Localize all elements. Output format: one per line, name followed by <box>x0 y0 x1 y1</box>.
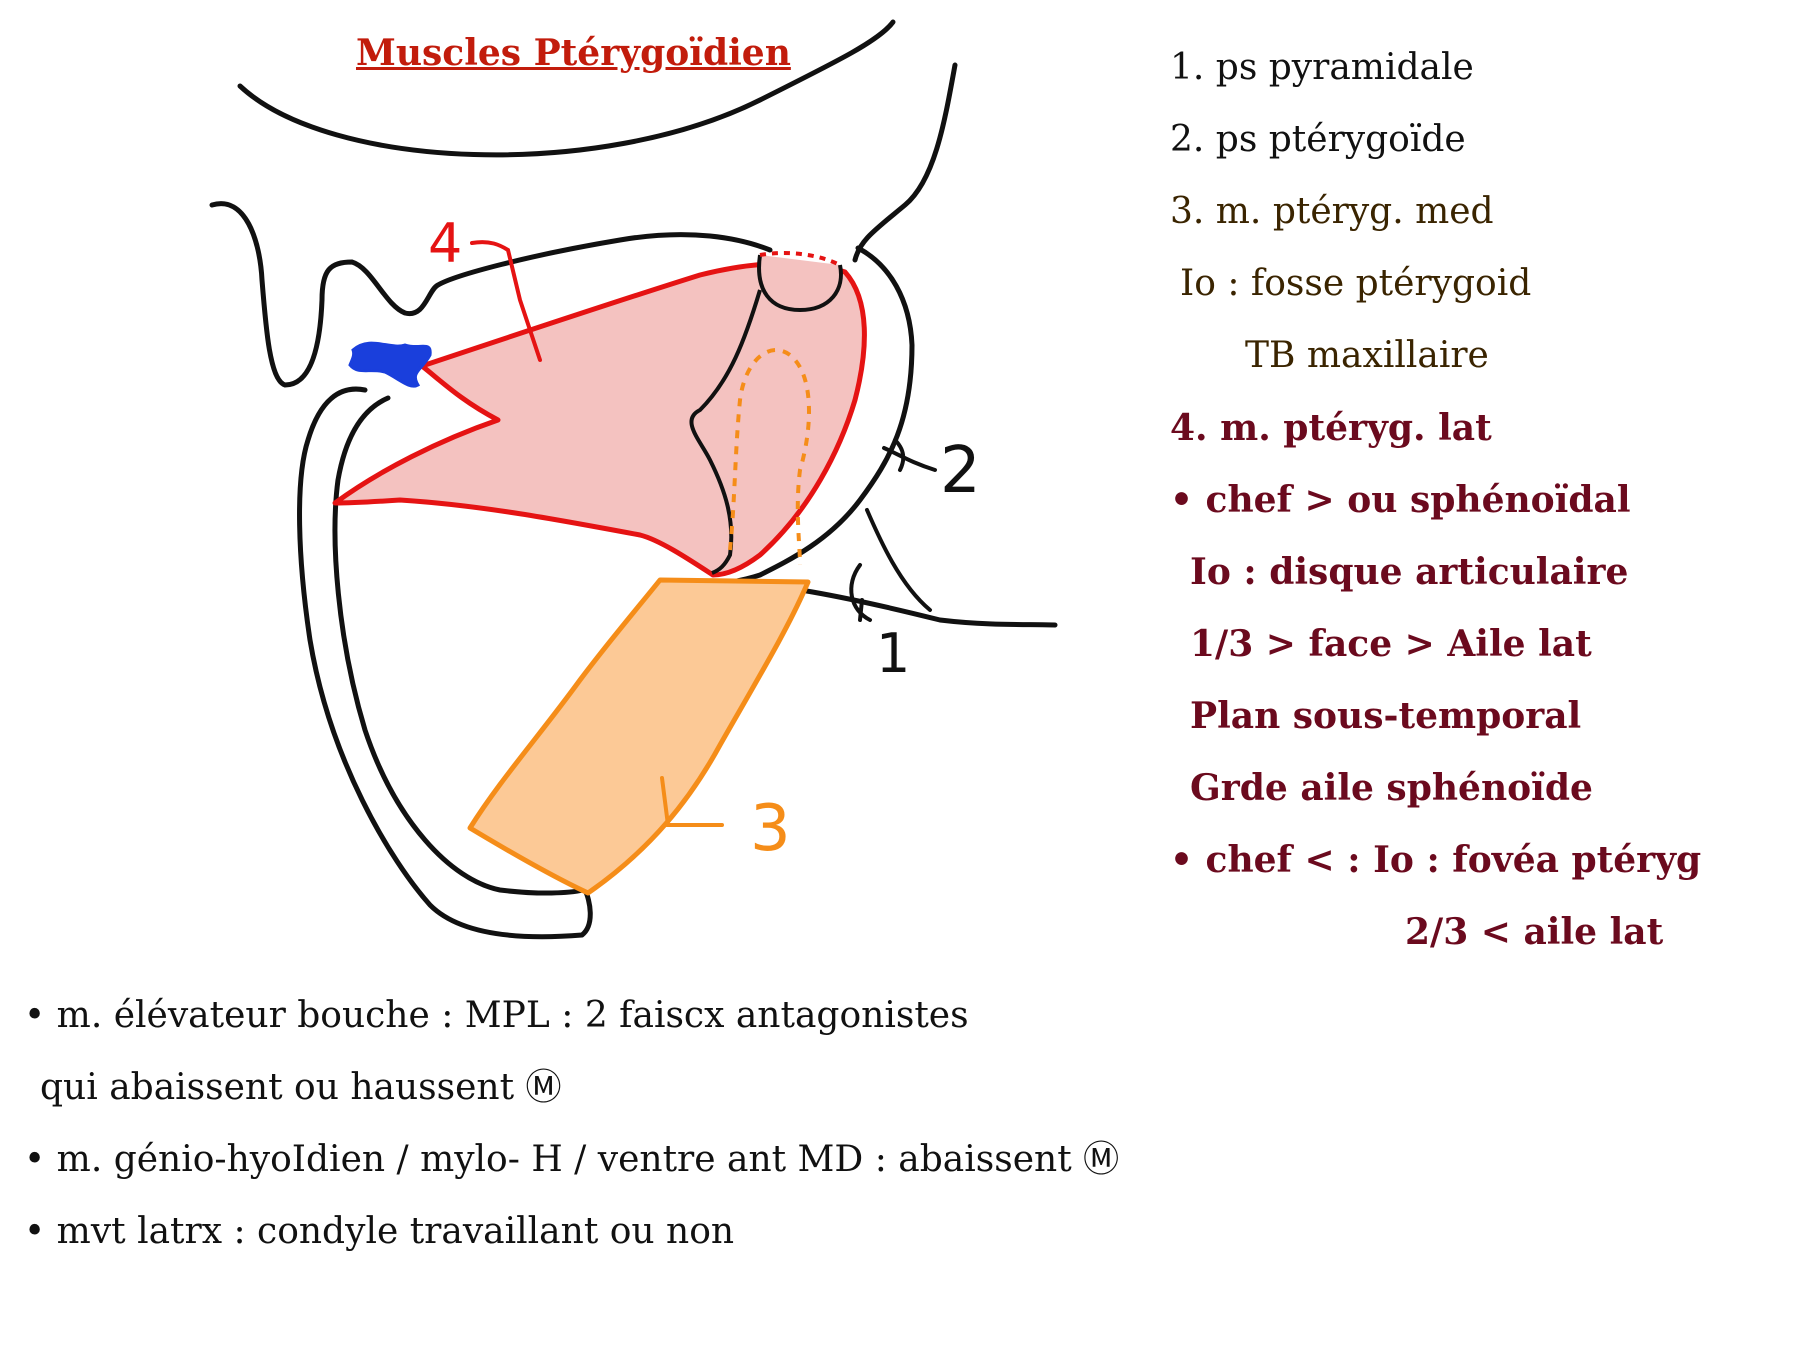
legend-line: Grde aile sphénoïde <box>1190 767 1593 809</box>
bullet-note: • mvt latrx : condyle travaillant ou non <box>24 1211 735 1252</box>
legend-line: • chef < : Io : fovéa ptéryg <box>1170 839 1702 881</box>
legend-line: TB maxillaire <box>1245 335 1489 376</box>
label-2: 2 <box>940 434 981 508</box>
articular-disc <box>348 341 432 388</box>
skull-base-outline <box>237 19 896 158</box>
label-3: 3 <box>750 792 791 866</box>
pterygoid-process-outline <box>852 62 958 263</box>
hamulus-line <box>865 508 932 612</box>
bullet-note: qui abaissent ou haussent Ⓜ <box>40 1067 562 1108</box>
legend-line: 1/3 > face > Aile lat <box>1190 623 1592 665</box>
bullet-note: • m. génio-hyoIdien / mylo- H / ventre a… <box>24 1139 1120 1180</box>
legend-line: Io : fosse ptérygoid <box>1180 263 1532 304</box>
condyle-dotted <box>759 251 841 267</box>
label-3-leader <box>660 776 724 827</box>
legend-line: Io : disque articulaire <box>1190 551 1629 593</box>
legend-line: • chef > ou sphénoïdal <box>1170 479 1631 521</box>
legend: 1. ps pyramidale 2. ps ptérygoïde 3. m. pt… <box>1170 32 1701 968</box>
label-4: 4 <box>428 212 462 275</box>
legend-line: 4. m. ptéryg. lat <box>1170 407 1492 449</box>
posterior-skull-outline <box>209 201 773 388</box>
diagram-title: Muscles Ptérygoïdien <box>356 32 791 74</box>
bullet-notes: • m. élévateur bouche : MPL : 2 faiscx a… <box>24 980 1119 1268</box>
legend-line: 2. ps ptérygoïde <box>1170 119 1466 160</box>
label-4-leader <box>470 240 542 362</box>
label-1: 1 <box>876 622 910 685</box>
bullet-note: • m. élévateur bouche : MPL : 2 faiscx a… <box>24 995 969 1036</box>
legend-line: Plan sous-temporal <box>1190 695 1582 737</box>
legend-line: 1. ps pyramidale <box>1170 47 1474 88</box>
condyle-shape <box>757 254 843 313</box>
legend-line: 2/3 < aile lat <box>1405 911 1664 953</box>
label-1-leader <box>849 563 872 622</box>
medial-pterygoid-muscle <box>467 577 811 896</box>
medial-pterygoid-dotted <box>728 348 811 566</box>
label-2-leader <box>882 438 937 472</box>
mandible-inner-outline <box>332 395 586 896</box>
mandible-outline <box>297 386 593 940</box>
legend-line: 3. m. ptéryg. med <box>1170 191 1494 232</box>
muscle-inner-contour <box>689 289 762 575</box>
